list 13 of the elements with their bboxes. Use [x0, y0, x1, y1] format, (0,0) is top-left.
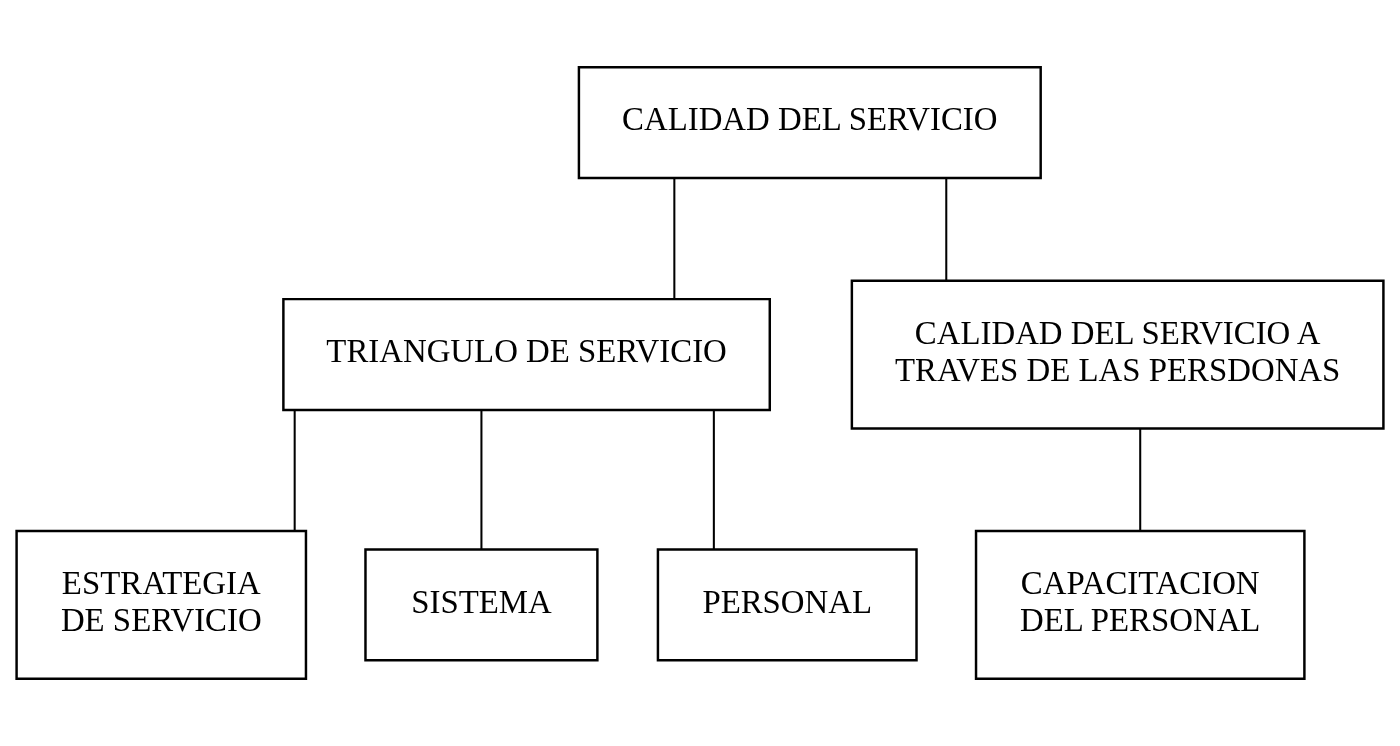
node-box: SISTEMA	[364, 548, 599, 662]
node-box: CAPACITACION DEL PERSONAL	[974, 529, 1306, 680]
node-box: PERSONAL	[656, 548, 918, 662]
connector	[712, 410, 715, 550]
connector	[480, 410, 483, 550]
connector	[673, 178, 676, 299]
node-box: CALIDAD DEL SERVICIO	[577, 65, 1042, 180]
node-box: ESTRATEGIA DE SERVICIO	[15, 529, 308, 680]
node-box: CALIDAD DEL SERVICIO A TRAVES DE LAS PERSDONAS	[850, 279, 1385, 430]
connector	[945, 178, 948, 281]
node-box: TRIANGULO DE SERVICIO	[282, 297, 771, 412]
connector	[293, 410, 296, 531]
connector	[1139, 428, 1142, 531]
